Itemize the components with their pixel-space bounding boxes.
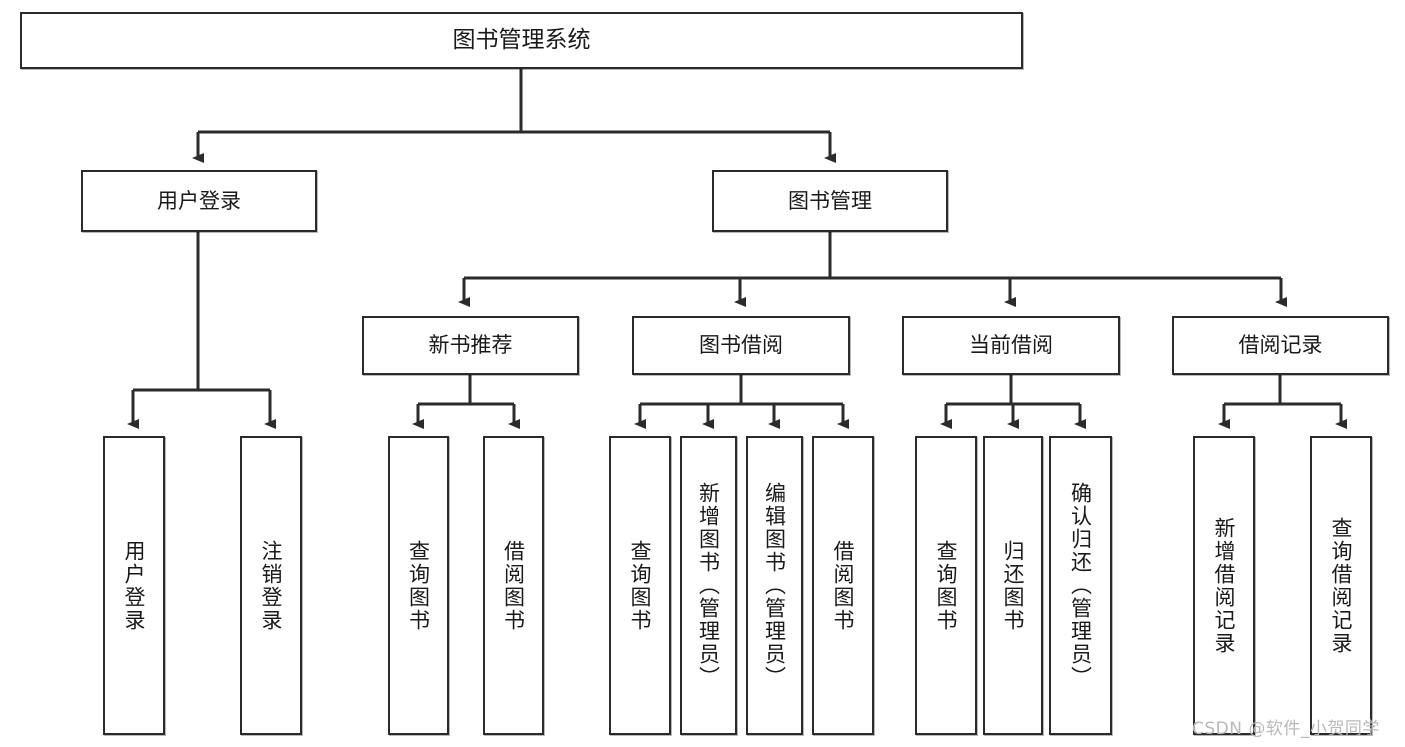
- node-label: 借阅图书: [831, 539, 856, 632]
- leaf-query-book-3[interactable]: 查询图书: [915, 436, 977, 735]
- node-label: 图书借阅: [699, 333, 783, 358]
- node-label: 查询借阅记录: [1329, 516, 1354, 655]
- node-label: 新增图书（管理员）: [696, 482, 721, 689]
- leaf-logout[interactable]: 注销登录: [240, 436, 302, 735]
- node-label: 新书推荐: [428, 333, 513, 358]
- node-borrow-record[interactable]: 借阅记录: [1172, 316, 1389, 375]
- node-label: 图书管理: [788, 188, 872, 213]
- leaf-query-record[interactable]: 查询借阅记录: [1310, 436, 1372, 735]
- node-label: 用户登录: [157, 188, 241, 213]
- leaf-return-book[interactable]: 归还图书: [983, 436, 1043, 735]
- leaf-query-book-2[interactable]: 查询图书: [609, 436, 671, 735]
- node-label: 查询图书: [628, 539, 653, 632]
- node-label: 编辑图书（管理员）: [762, 482, 787, 689]
- node-label: 查询图书: [406, 539, 431, 632]
- node-label: 用户登录: [122, 539, 147, 632]
- node-label: 借阅图书: [501, 539, 526, 632]
- node-label: 注销登录: [259, 539, 284, 632]
- leaf-user-login[interactable]: 用户登录: [103, 436, 165, 735]
- leaf-borrow-book-1[interactable]: 借阅图书: [483, 436, 544, 735]
- leaf-query-book-1[interactable]: 查询图书: [388, 436, 449, 735]
- leaf-confirm-return[interactable]: 确认归还（管理员）: [1049, 436, 1112, 735]
- node-label: 归还图书: [1001, 539, 1026, 632]
- node-book-manage[interactable]: 图书管理: [712, 170, 948, 232]
- node-label: 确认归还（管理员）: [1068, 482, 1093, 689]
- csdn-watermark: CSDN @软件_小贺同学: [1192, 719, 1380, 739]
- node-label: 借阅记录: [1238, 333, 1323, 358]
- node-label: 查询图书: [934, 539, 959, 632]
- leaf-add-book[interactable]: 新增图书（管理员）: [680, 436, 737, 735]
- node-root-图书管理系统[interactable]: 图书管理系统: [20, 12, 1023, 69]
- leaf-add-record[interactable]: 新增借阅记录: [1193, 436, 1255, 735]
- node-book-borrow[interactable]: 图书借阅: [632, 316, 850, 375]
- node-label: 新增借阅记录: [1212, 516, 1237, 655]
- node-label: 图书管理系统: [452, 26, 591, 53]
- node-label: 当前借阅: [969, 333, 1053, 358]
- node-new-book-recommend[interactable]: 新书推荐: [362, 316, 579, 375]
- leaf-borrow-book-2[interactable]: 借阅图书: [812, 436, 874, 735]
- leaf-edit-book[interactable]: 编辑图书（管理员）: [746, 436, 803, 735]
- node-user-login[interactable]: 用户登录: [81, 170, 317, 232]
- node-current-borrow[interactable]: 当前借阅: [902, 316, 1120, 375]
